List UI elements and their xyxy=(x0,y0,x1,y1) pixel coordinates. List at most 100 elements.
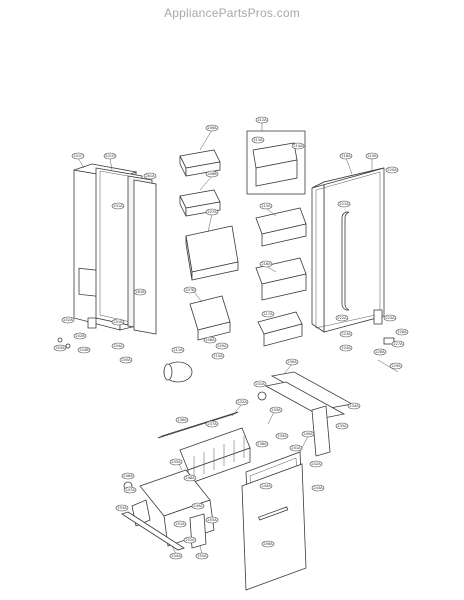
svg-text:209A: 209A xyxy=(217,344,227,348)
svg-text:223A: 223A xyxy=(341,332,351,336)
svg-text:245A: 245A xyxy=(171,460,181,464)
svg-text:244A: 244A xyxy=(261,484,271,488)
callout-212A: 212A xyxy=(255,116,269,124)
callout-217A: 217A xyxy=(261,310,275,318)
svg-text:218A: 218A xyxy=(341,154,351,158)
callout-203A: 203A xyxy=(53,344,67,352)
callout-208A: 208A xyxy=(203,336,217,344)
callout-281B: 281B xyxy=(133,288,147,296)
svg-text:201D: 201D xyxy=(105,154,115,158)
callout-231A: 231A xyxy=(253,380,267,388)
callout-254A: 254A xyxy=(169,552,183,560)
callout-238A: 238A xyxy=(255,440,269,448)
svg-text:201C: 201C xyxy=(73,154,83,158)
svg-text:202B: 202B xyxy=(75,334,85,338)
svg-text:236A: 236A xyxy=(177,418,187,422)
watermark: AppliancePartsPros.com xyxy=(164,6,300,20)
callout-213A: 213A xyxy=(251,136,265,144)
callout-248A: 248A xyxy=(183,474,197,482)
callout-211A: 211A xyxy=(171,346,185,354)
svg-text:219A: 219A xyxy=(367,154,377,158)
left-door-liner xyxy=(127,175,157,335)
svg-text:214A: 214A xyxy=(293,144,303,148)
drawer-slide-rail xyxy=(121,511,185,551)
callout-201C: 201C xyxy=(71,152,85,160)
svg-text:207B: 207B xyxy=(185,288,195,292)
svg-text:255A: 255A xyxy=(197,554,207,558)
svg-text:229A: 229A xyxy=(391,364,401,368)
right-bin-3 xyxy=(257,311,303,347)
callout-218A: 218A xyxy=(339,152,353,160)
callout-214A: 214A xyxy=(291,142,305,150)
svg-text:227A: 227A xyxy=(393,342,403,346)
callout-255A: 255A xyxy=(195,552,209,560)
svg-text:213A: 213A xyxy=(253,138,263,142)
svg-text:230A: 230A xyxy=(287,360,297,364)
callout-256A: 256A xyxy=(261,540,275,548)
svg-text:256A: 256A xyxy=(263,542,273,546)
right-hinge xyxy=(373,309,399,373)
svg-text:201A: 201A xyxy=(113,204,123,208)
door-bin-3 xyxy=(185,225,239,281)
svg-text:242A: 242A xyxy=(311,462,321,466)
callout-236A: 236A xyxy=(175,416,189,424)
svg-text:221A: 221A xyxy=(339,202,349,206)
callout-219A: 219A xyxy=(365,152,379,160)
door-bin-2 xyxy=(179,189,221,217)
right-bin-2 xyxy=(255,257,307,301)
drawer-front xyxy=(241,463,307,591)
svg-text:207A: 207A xyxy=(207,210,217,214)
svg-text:217A: 217A xyxy=(263,312,273,316)
svg-text:249A: 249A xyxy=(193,504,203,508)
svg-text:222A: 222A xyxy=(337,316,347,320)
callout-210A: 210A xyxy=(211,352,225,360)
svg-text:240A: 240A xyxy=(303,432,313,436)
svg-text:202A: 202A xyxy=(63,318,73,322)
callout-249A: 249A xyxy=(191,502,205,510)
callout-228A: 228A xyxy=(373,348,387,356)
callout-230A: 230A xyxy=(285,358,299,366)
callout-206A: 206A xyxy=(205,124,219,132)
svg-text:212A: 212A xyxy=(257,118,267,122)
svg-text:234A: 234A xyxy=(349,404,359,408)
callout-224A: 224A xyxy=(339,344,353,352)
svg-text:204A: 204A xyxy=(113,344,123,348)
callout-281A: 281A xyxy=(143,172,157,180)
svg-text:215A: 215A xyxy=(261,204,271,208)
door-bin-1 xyxy=(179,149,221,177)
svg-text:203A: 203A xyxy=(55,346,65,350)
callout-223A: 223A xyxy=(339,330,353,338)
callout-233A: 233A xyxy=(269,406,283,414)
svg-text:225A: 225A xyxy=(385,316,395,320)
callout-243A: 243A xyxy=(311,484,325,492)
ice-maker-bucket xyxy=(189,295,231,341)
callout-220A: 220A xyxy=(385,166,399,174)
callout-242A: 242A xyxy=(309,460,323,468)
callout-201A: 201A xyxy=(111,202,125,210)
svg-text:226A: 226A xyxy=(397,330,407,334)
svg-text:231A: 231A xyxy=(255,382,265,386)
svg-text:251A: 251A xyxy=(175,522,185,526)
svg-text:208A: 208A xyxy=(205,338,215,342)
svg-text:203B: 203B xyxy=(79,348,89,352)
callout-240A: 240A xyxy=(301,430,315,438)
callout-235A: 235A xyxy=(335,422,349,430)
freezer-basket xyxy=(179,427,251,485)
callout-252A: 252A xyxy=(183,536,197,544)
svg-text:220A: 220A xyxy=(387,168,397,172)
leader-lines xyxy=(77,122,373,555)
callout-215A: 215A xyxy=(259,202,273,210)
callout-237A: 237A xyxy=(205,420,219,428)
svg-text:241A: 241A xyxy=(291,446,301,450)
svg-text:238A: 238A xyxy=(257,442,267,446)
callout-246A: 246A xyxy=(121,472,135,480)
callout-241A: 241A xyxy=(289,444,303,452)
svg-text:232A: 232A xyxy=(237,400,247,404)
callout-234A: 234A xyxy=(347,402,361,410)
callout-207B: 207B xyxy=(183,286,197,294)
svg-text:239A: 239A xyxy=(277,434,287,438)
callout-229A: 229A xyxy=(389,362,403,370)
callout-201B: 201B xyxy=(111,318,125,326)
callout-222A: 222A xyxy=(335,314,349,322)
